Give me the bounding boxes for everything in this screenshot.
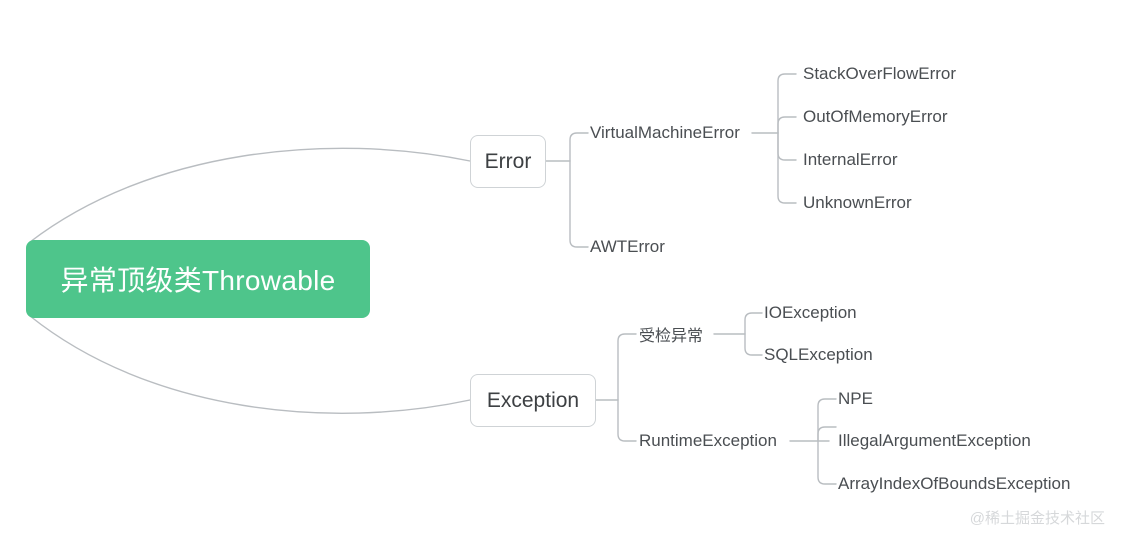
leaf-internalerror[interactable]: InternalError [803, 150, 898, 169]
wire-runtime-child-2 [817, 426, 837, 442]
branch-node-error-label: Error [484, 149, 532, 173]
wire-runtime-child-3 [817, 440, 837, 485]
wire-error-trunk [569, 132, 589, 162]
node-checked-exception[interactable]: 受检异常 [639, 328, 704, 345]
wire-exception-trunk-1 [617, 333, 637, 401]
leaf-unknownerror[interactable]: UnknownError [803, 193, 912, 212]
wire-vme-child-1 [777, 73, 797, 134]
wire-root-to-error [29, 147, 471, 243]
wire-checked-child-1 [744, 312, 763, 335]
root-node[interactable]: 异常顶级类Throwable [26, 240, 370, 318]
leaf-arrayindexofboundsexception[interactable]: ArrayIndexOfBoundsException [838, 474, 1071, 493]
wire-vme-child-2 [777, 116, 797, 134]
leaf-outofmemoryerror[interactable]: OutOfMemoryError [803, 107, 948, 126]
node-awterror[interactable]: AWTError [590, 237, 665, 256]
leaf-npe[interactable]: NPE [838, 389, 873, 408]
wire-vme-child-4 [777, 132, 797, 204]
leaf-stackoverflowerror[interactable]: StackOverFlowError [803, 64, 957, 83]
node-runtimeexception[interactable]: RuntimeException [639, 431, 777, 450]
wire-checked-child-2 [744, 333, 763, 356]
root-node-label: 异常顶级类Throwable [60, 265, 336, 296]
wire-runtime-child-1 [817, 398, 837, 442]
branch-node-exception[interactable]: Exception [470, 374, 596, 427]
leaf-illegalargumentexception[interactable]: IllegalArgumentException [838, 431, 1031, 450]
node-virtualmachineerror[interactable]: VirtualMachineError [590, 123, 740, 142]
leaf-sqlexception[interactable]: SQLException [764, 345, 873, 364]
wire-vme-child-3 [777, 132, 797, 161]
leaf-ioexception[interactable]: IOException [764, 303, 857, 322]
branch-node-error[interactable]: Error [470, 135, 546, 188]
watermark: @稀土掘金技术社区 [969, 510, 1105, 527]
wire-error-trunk-2 [569, 160, 589, 248]
wire-exception-trunk-2 [617, 399, 637, 442]
branch-node-exception-label: Exception [486, 388, 580, 412]
wire-root-to-exception [29, 315, 471, 414]
